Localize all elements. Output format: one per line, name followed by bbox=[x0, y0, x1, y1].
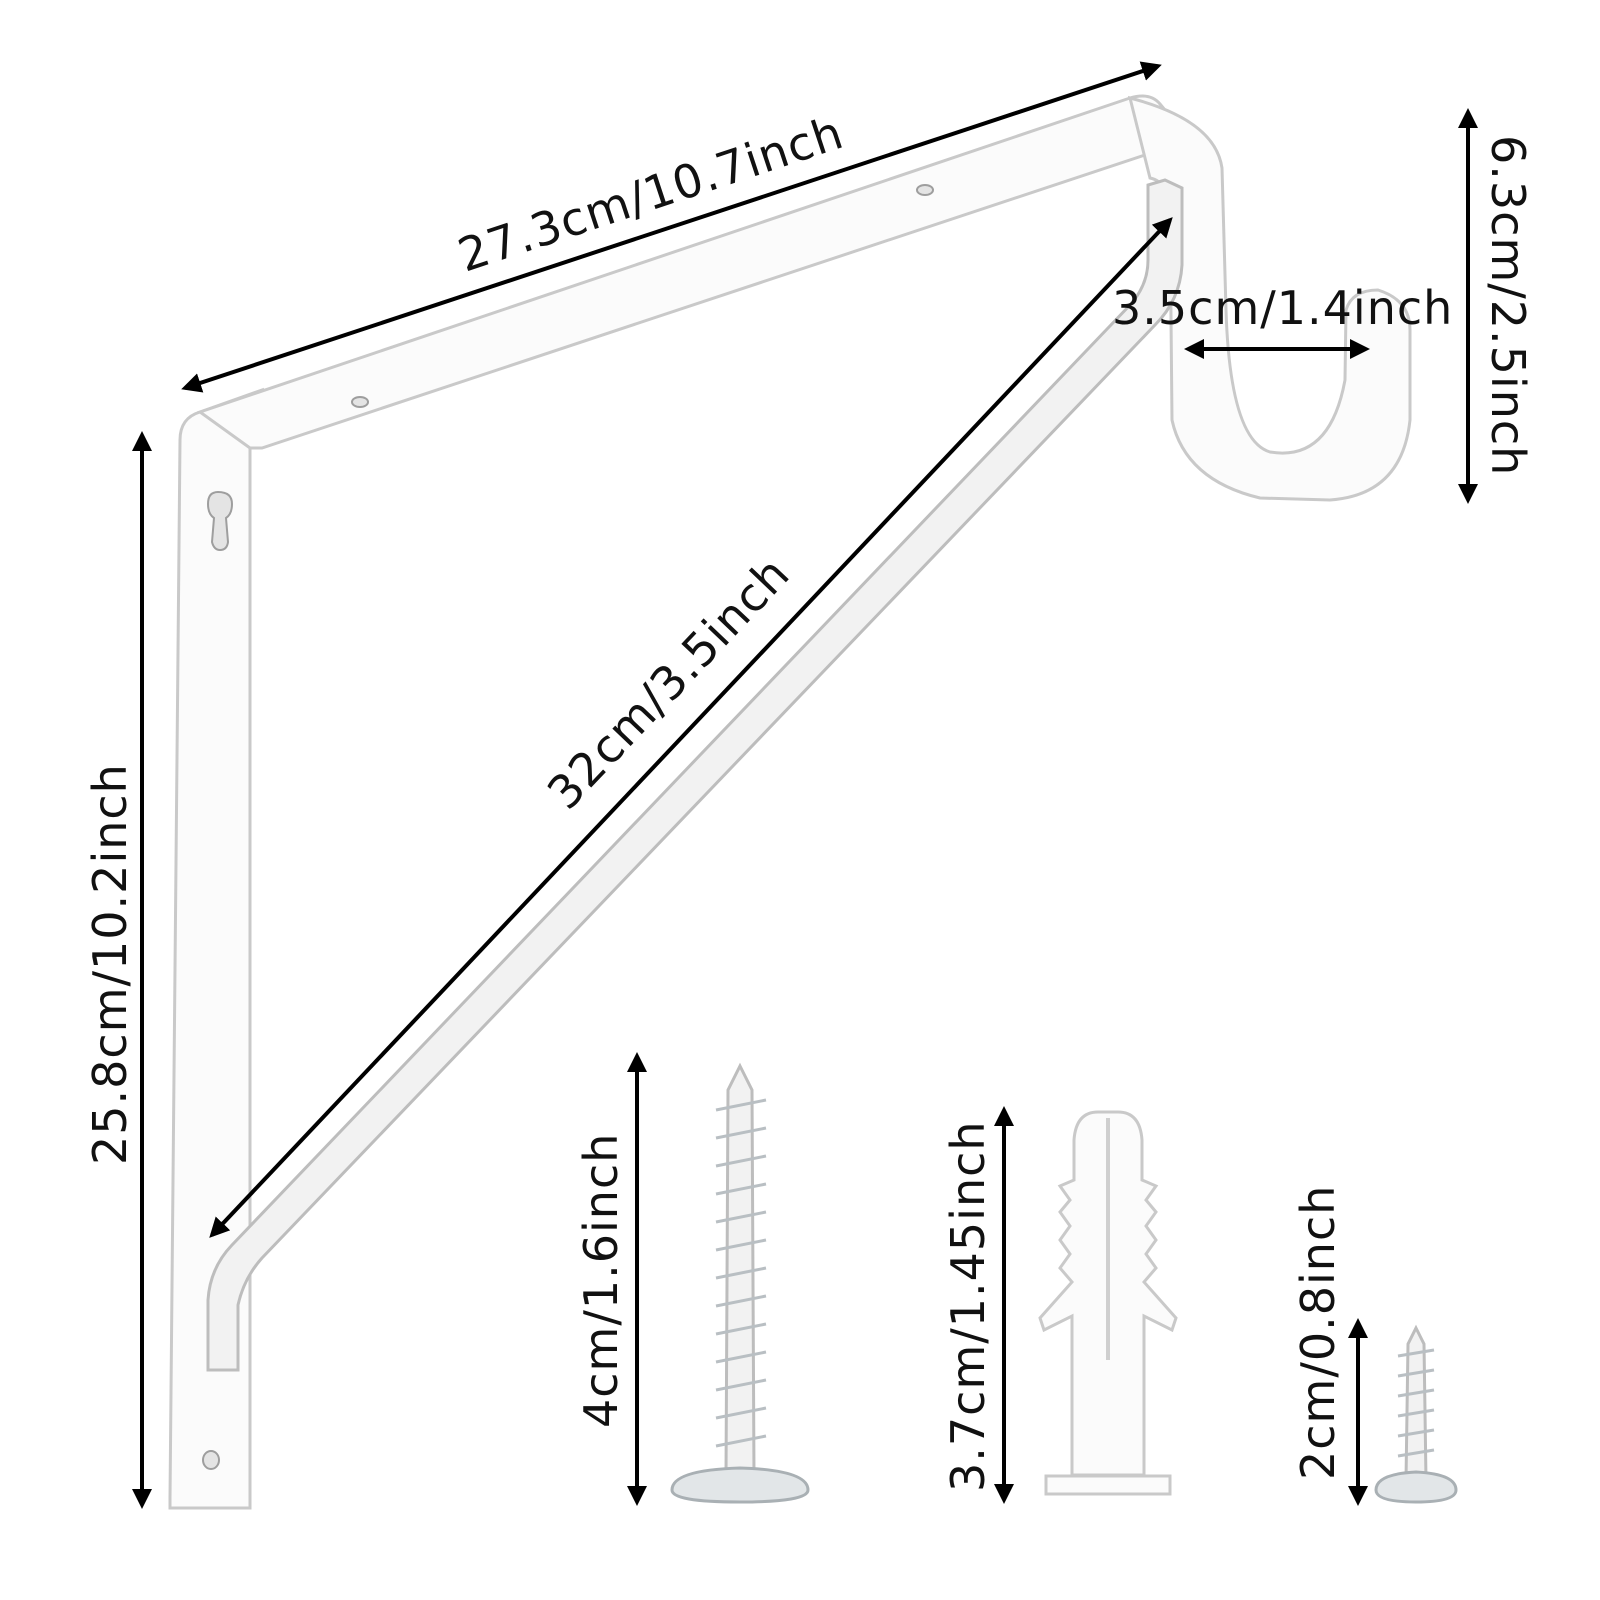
wall-anchor bbox=[1038, 1110, 1178, 1496]
short-screw-head bbox=[1374, 1470, 1458, 1504]
short-screw-label: 2cm/0.8inch bbox=[1291, 1185, 1345, 1480]
short-screw bbox=[1374, 1324, 1458, 1504]
diagonal-rod-arrow bbox=[209, 217, 1173, 1238]
long-screw bbox=[670, 1062, 810, 1504]
long-screw-threads bbox=[715, 1098, 767, 1448]
short-screw-threads bbox=[1397, 1348, 1435, 1458]
long-screw-head bbox=[670, 1466, 810, 1504]
diagonal-rod-label: 32cm/3.5inch bbox=[537, 546, 800, 819]
vertical-arm-label: 25.8cm/10.2inch bbox=[83, 763, 137, 1165]
screw-hole-icon bbox=[202, 1450, 220, 1470]
anchor-flange bbox=[1044, 1474, 1172, 1496]
shelf-hole-icon bbox=[916, 184, 934, 196]
hook-height-label: 6.3cm/2.5inch bbox=[1481, 135, 1535, 476]
long-screw-label: 4cm/1.6inch bbox=[574, 1133, 628, 1428]
top-arm-arrow bbox=[181, 61, 1162, 393]
bracket-top-arm bbox=[196, 94, 1182, 450]
anchor-label: 3.7cm/1.45inch bbox=[941, 1120, 995, 1492]
shelf-hole-icon bbox=[351, 396, 369, 408]
hook-width-label: 3.5cm/1.4inch bbox=[1112, 281, 1453, 335]
